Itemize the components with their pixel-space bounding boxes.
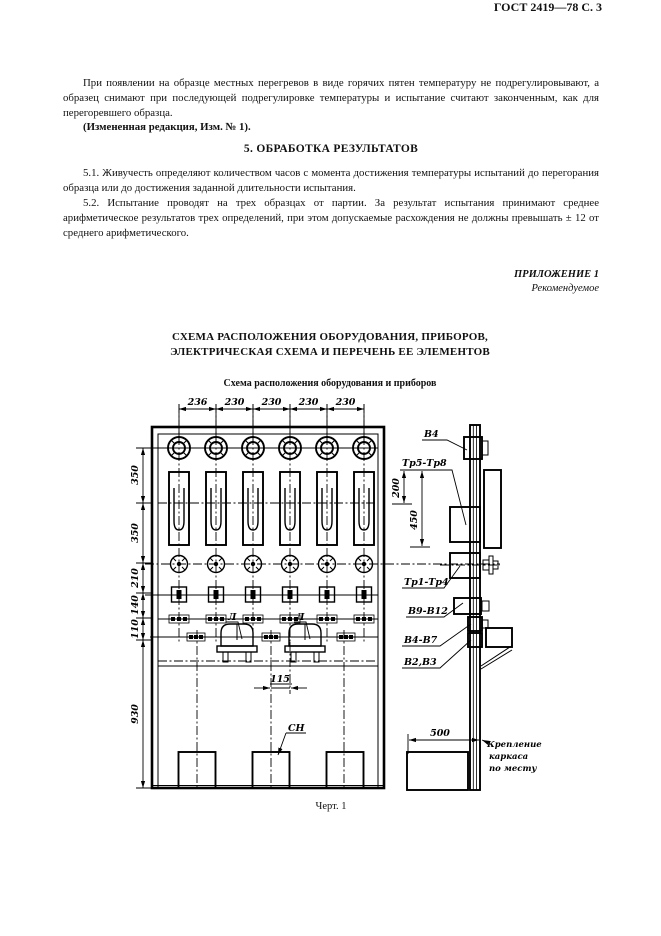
dim-210: 210 bbox=[130, 568, 141, 589]
dim-115: 115 bbox=[270, 674, 290, 685]
top-dimension-chain: 236 230 230 230 230 bbox=[178, 397, 365, 441]
figure-caption: Черт. 1 bbox=[315, 801, 347, 812]
paragraph-amendment-note: (Измененная редакция, Изм. № 1). bbox=[83, 121, 251, 133]
v4-label: В4 bbox=[423, 429, 439, 440]
krepl-note-line1: Крепление bbox=[486, 740, 542, 750]
dim-110: 110 bbox=[130, 619, 141, 639]
sn-label: СН bbox=[288, 723, 306, 734]
dim-230-1: 230 bbox=[224, 397, 245, 408]
dim-236: 236 bbox=[187, 397, 208, 408]
left-dimension-chain: 350 350 210 140 110 930 bbox=[130, 447, 152, 789]
dim-200: 200 bbox=[391, 478, 402, 499]
paragraph-overheating: При появлении на образце местных перегре… bbox=[63, 77, 599, 119]
dim-140: 140 bbox=[130, 595, 141, 615]
dim-115-group: 115 bbox=[254, 674, 307, 691]
dim-230-4: 230 bbox=[335, 397, 356, 408]
front-view-cabinet bbox=[145, 404, 500, 790]
drawing-subtitle: Схема расположения оборудования и прибор… bbox=[223, 378, 437, 389]
krepl-note-line2: каркаса bbox=[489, 752, 528, 762]
appendix-title-line2: ЭЛЕКТРИЧЕСКАЯ СХЕМА И ПЕРЕЧЕНЬ ЕЕ ЭЛЕМЕН… bbox=[170, 346, 490, 358]
latr-label-1: Л bbox=[227, 612, 237, 623]
latr-label-2: Л bbox=[295, 612, 305, 623]
dim-230-3: 230 bbox=[298, 397, 319, 408]
side-view-frame bbox=[406, 424, 513, 791]
dim-230-2: 230 bbox=[261, 397, 282, 408]
appendix-title-line1: СХЕМА РАСПОЛОЖЕНИЯ ОБОРУДОВАНИЯ, ПРИБОРО… bbox=[172, 331, 488, 343]
v9-v12-label: В9-В12 bbox=[407, 606, 448, 617]
paragraph-5-2: 5.2. Испытание проводят на трех образцах… bbox=[63, 197, 599, 239]
side-view-labels: В4 Тр5-Тр8 200 450 Тр1-Тр4 В9-В12 В4-В7 … bbox=[391, 429, 542, 774]
sn-label-group: СН bbox=[277, 723, 306, 756]
appendix-label: ПРИЛОЖЕНИЕ 1 bbox=[514, 269, 599, 280]
krepl-note-line3: по месту bbox=[489, 764, 537, 774]
tr1-tr4-label: Тр1-Тр4 bbox=[404, 577, 449, 588]
dim-450: 450 bbox=[409, 510, 420, 530]
latr-labels: Л Л bbox=[226, 612, 311, 640]
tr5-tr8-label: Тр5-Тр8 bbox=[402, 458, 447, 469]
paragraph-5-1: 5.1. Живучесть определяют количеством ча… bbox=[63, 167, 599, 194]
dim-350-1: 350 bbox=[130, 465, 141, 485]
v2-v3-label: В2,В3 bbox=[403, 657, 437, 668]
v4-v7-label: В4-В7 bbox=[403, 635, 438, 646]
dim-930: 930 bbox=[130, 704, 141, 724]
appendix-type: Рекомендуемое bbox=[531, 283, 599, 294]
section-5-heading: 5. ОБРАБОТКА РЕЗУЛЬТАТОВ bbox=[243, 143, 419, 155]
page-header: ГОСТ 2419—78 С. 3 bbox=[493, 0, 602, 14]
dim-500: 500 bbox=[430, 728, 450, 739]
dim-350-2: 350 bbox=[130, 523, 141, 543]
